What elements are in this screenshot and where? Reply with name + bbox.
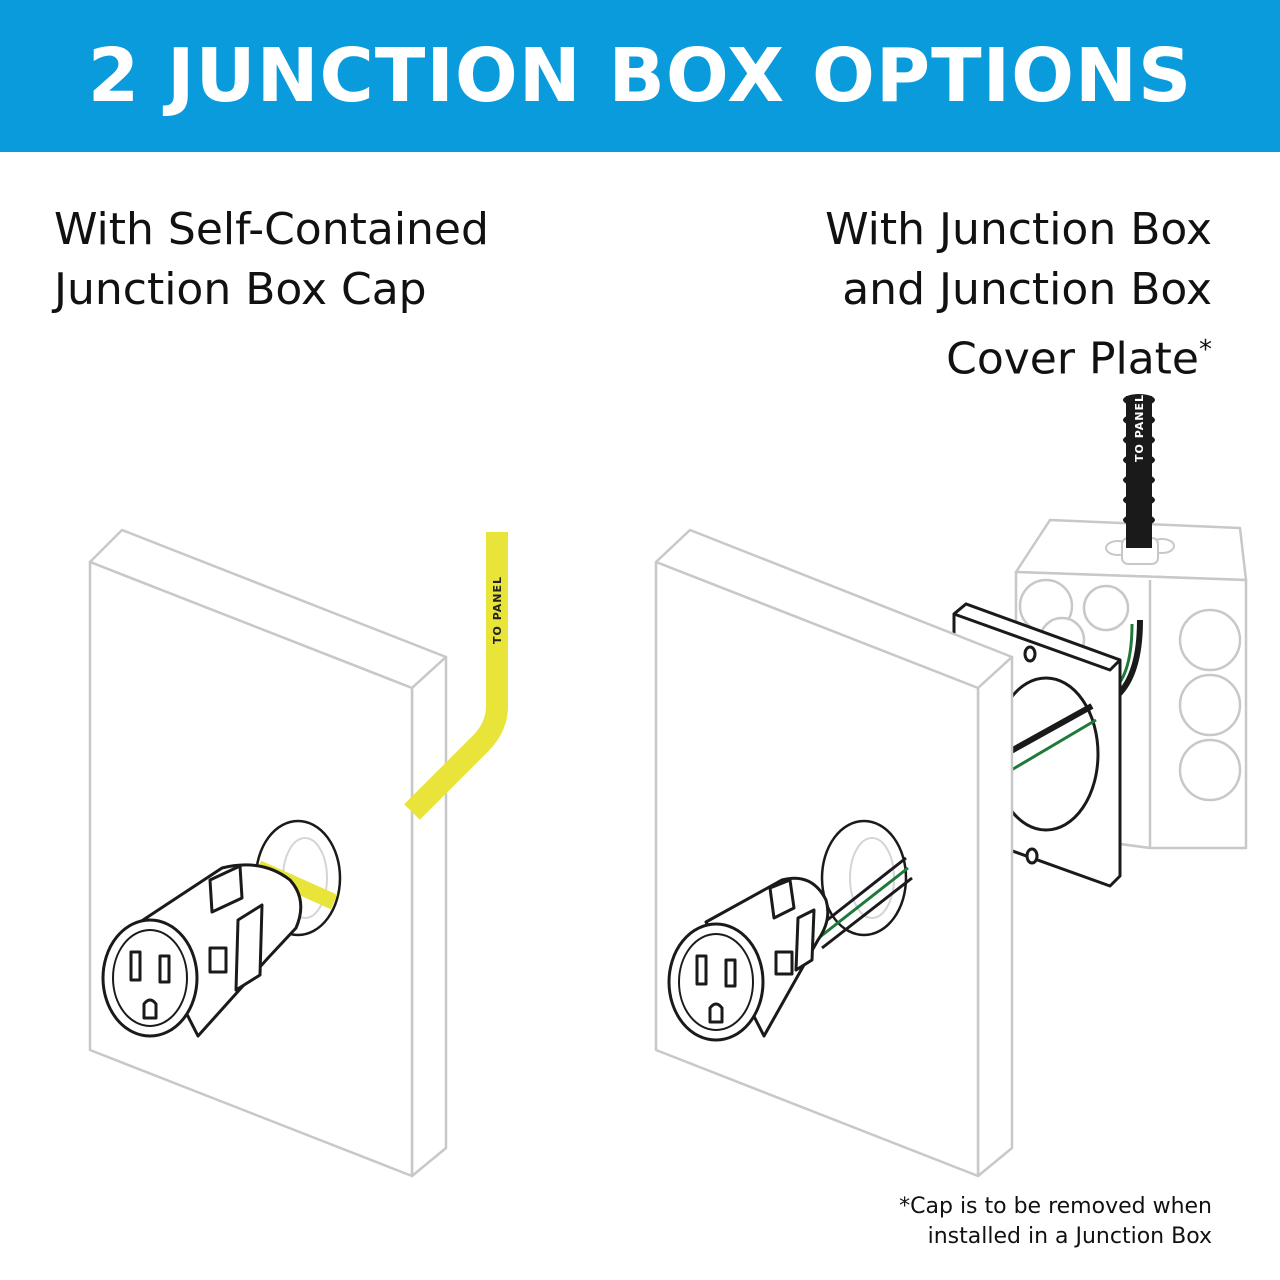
right-illustration: TO PANEL	[654, 394, 1248, 1178]
right-title-line-2: and Junction Box	[842, 264, 1212, 315]
left-illustration: TO PANEL	[88, 528, 508, 1178]
left-receptacle-icon	[101, 863, 303, 1038]
right-option-title: With Junction Box and Junction Box Cover…	[692, 200, 1212, 390]
plate-hole-wires	[1000, 703, 1094, 759]
asterisk-mark: *	[1199, 335, 1212, 365]
page-title: 2 JUNCTION BOX OPTIONS	[87, 33, 1193, 119]
right-wire-label: TO PANEL	[1133, 394, 1146, 462]
footnote-line-1: *Cap is to be removed when	[899, 1194, 1212, 1219]
right-receptacle-icon	[667, 876, 830, 1042]
right-title-line-1: With Junction Box	[825, 204, 1212, 255]
right-title-line-3-wrap: Cover Plate*	[692, 320, 1212, 390]
right-black-cable	[1123, 394, 1155, 548]
left-title-line-2: Junction Box Cap	[54, 264, 427, 315]
left-title-line-1: With Self-Contained	[54, 204, 489, 255]
header-banner: 2 JUNCTION BOX OPTIONS	[0, 0, 1280, 152]
right-title-line-3: Cover Plate	[946, 333, 1199, 385]
footnote: *Cap is to be removed when installed in …	[752, 1192, 1212, 1252]
left-yellow-wire	[404, 532, 508, 820]
plate-hole-wires-green	[1007, 718, 1097, 774]
footnote-line-2: installed in a Junction Box	[927, 1224, 1212, 1249]
left-option-title: With Self-Contained Junction Box Cap	[54, 200, 574, 320]
left-wire-label: TO PANEL	[491, 576, 504, 644]
